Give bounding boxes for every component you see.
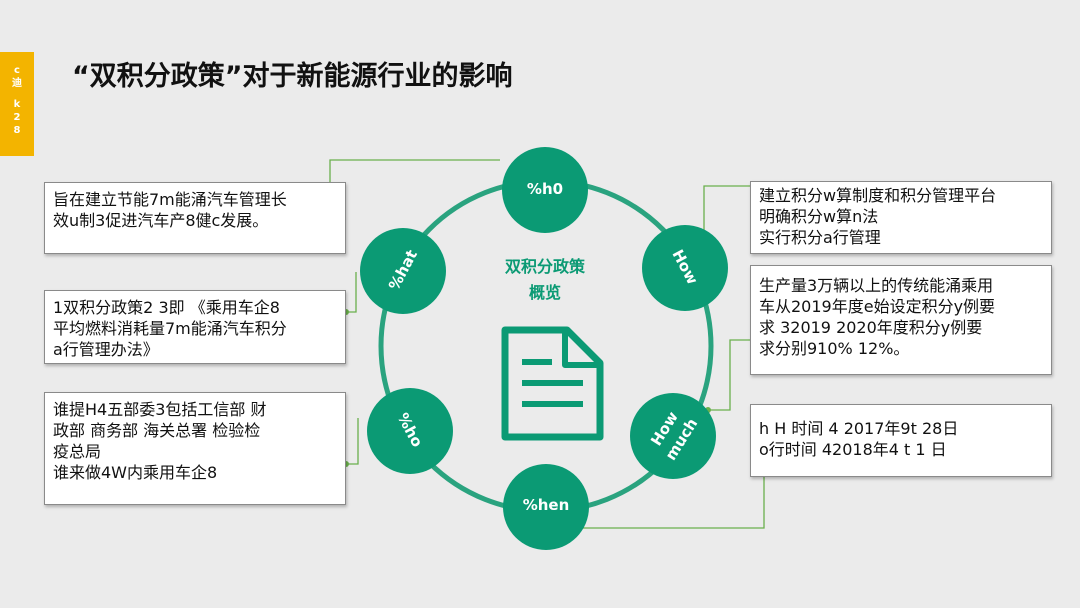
center-line-2: 概览 (528, 283, 561, 302)
connector-lines (329, 159, 765, 529)
box-how-much: 生产量3万辆以上的传统能涌乘用 车从2019年度e始设定积分y例要 求 3201… (750, 265, 1052, 375)
box-how-line: 实行积分a行管理 (759, 228, 881, 247)
tab-text-5: 8 (13, 125, 21, 136)
box-who-line: 疫总局 (53, 442, 102, 461)
box-when-line: h H 时间 4 2017年9t 28日 (759, 419, 959, 438)
box-who-line: 谁来做4W内乘用车企8 (53, 463, 218, 482)
box-how: 建立积分w算制度和积分管理平台 明确积分w算n法 实行积分a行管理 (750, 181, 1052, 254)
box-purpose: 旨在建立节能7m能涌汽车管理长 效u制3促进汽车产8健c发展。 (44, 182, 346, 254)
box-policy-line: 平均燃料消耗量7m能涌汽车积分 (53, 319, 287, 338)
page-title: “双积分政策”对于新能源行业的影响 (72, 61, 513, 92)
connector-upper-right (703, 185, 750, 238)
box-how-much-line: 求 32019 2020年度积分y例要 (759, 318, 983, 337)
box-policy: 1双积分政策2 3即 《乘用车企8 平均燃料消耗量7m能涌汽车积分 a行管理办法… (44, 290, 346, 364)
connector-bottom (570, 464, 765, 529)
section-tab: c 迪 k 2 8 (0, 52, 34, 156)
box-how-much-line: 车从2019年度e始设定积分y例要 (759, 297, 996, 316)
tab-text-2: 迪 (12, 78, 22, 89)
center-label: 双积分政策 概览 (490, 254, 600, 306)
connector-lower-right (708, 339, 750, 411)
circle-bottom (503, 464, 589, 550)
connector-lower-left (346, 418, 359, 465)
circle-label-top: %h0 (526, 180, 564, 198)
box-how-much-line: 生产量3万辆以上的传统能涌乘用 (759, 276, 994, 295)
box-when: h H 时间 4 2017年9t 28日 o行时间 42018年4 t 1 日 (750, 404, 1052, 477)
box-when-line: o行时间 42018年4 t 1 日 (759, 440, 947, 459)
tab-text-1: c (14, 65, 20, 76)
connector-upper-left (346, 272, 357, 313)
tab-text-4: 2 (13, 112, 21, 123)
box-who: 谁提H4五部委3包括工信部 财 政部 商务部 海关总署 检验检 疫总局 谁来做4… (44, 392, 346, 505)
box-policy-line: 1双积分政策2 3即 《乘用车企8 (53, 298, 280, 317)
box-how-line: 建立积分w算制度和积分管理平台 (759, 186, 997, 205)
circle-top (502, 147, 588, 233)
circle-upper-left (360, 228, 446, 314)
box-who-line: 谁提H4五部委3包括工信部 财 (53, 400, 267, 419)
circle-label-bottom: %hen (522, 496, 570, 514)
center-line-1: 双积分政策 (504, 257, 585, 276)
document-icon (501, 326, 604, 441)
box-who-line: 政部 商务部 海关总署 检验检 (53, 421, 261, 440)
box-how-line: 明确积分w算n法 (759, 207, 879, 226)
topic-circles (360, 147, 728, 550)
box-policy-line: a行管理办法》 (53, 340, 159, 359)
circle-lower-left (367, 388, 453, 474)
box-purpose-line: 效u制3促进汽车产8健c发展。 (53, 211, 269, 230)
box-purpose-line: 旨在建立节能7m能涌汽车管理长 (53, 190, 287, 209)
box-how-much-line: 求分别910% 12%。 (759, 339, 910, 358)
circle-upper-right (642, 225, 728, 311)
circle-lower-right (630, 393, 716, 479)
tab-text-3: k (13, 99, 21, 110)
connector-top (329, 159, 500, 196)
